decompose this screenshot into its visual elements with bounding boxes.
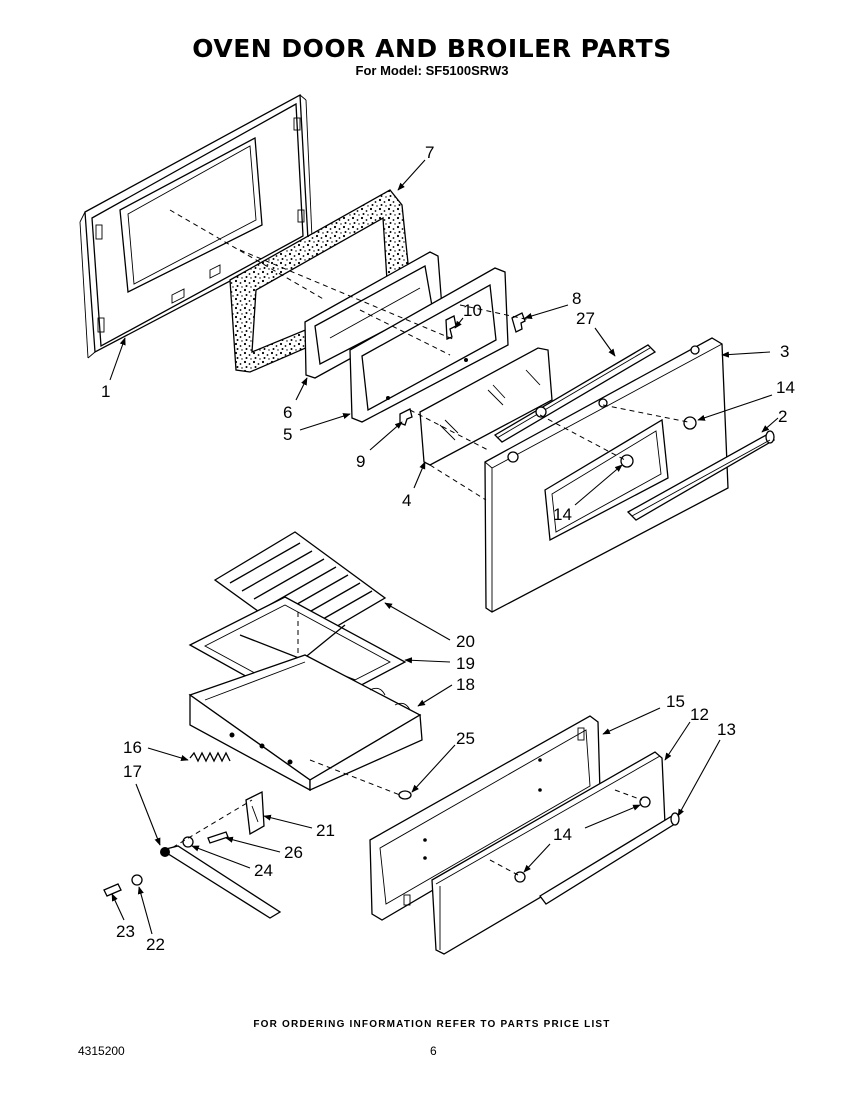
callout-17: 17 — [123, 762, 142, 781]
callout-18: 18 — [456, 675, 475, 694]
callout-20: 20 — [456, 632, 475, 651]
callout-21: 21 — [316, 821, 335, 840]
page-number: 6 — [430, 1044, 437, 1058]
callout-8: 8 — [572, 289, 581, 308]
callout-14-door: 14 — [776, 378, 795, 397]
door-trim-strip — [493, 344, 657, 443]
callout-9: 9 — [356, 452, 365, 471]
model-subtitle: For Model: SF5100SRW3 — [355, 63, 509, 78]
door-handle — [626, 430, 776, 521]
pan-clip — [309, 759, 412, 800]
broiler-latch — [207, 790, 265, 844]
callout-12: 12 — [690, 705, 709, 724]
callout-15: 15 — [666, 692, 685, 711]
callout-22: 22 — [146, 935, 165, 954]
callout-26: 26 — [284, 843, 303, 862]
leader-lines — [109, 159, 779, 935]
callout-24: 24 — [254, 861, 273, 880]
page-title: OVEN DOOR AND BROILER PARTS — [192, 34, 672, 63]
callout-19: 19 — [456, 654, 475, 673]
drawer-handle — [539, 812, 680, 905]
door-nuts — [620, 416, 697, 468]
callout-16: 16 — [123, 738, 142, 757]
callout-labels: 1 7 8 10 27 3 14 2 6 5 9 4 14 20 19 18 2… — [101, 143, 795, 954]
broiler-rail — [103, 799, 282, 919]
callout-3: 3 — [780, 342, 789, 361]
glass-retainer-frame — [349, 267, 509, 423]
callout-25: 25 — [456, 729, 475, 748]
callout-10: 10 — [463, 301, 482, 320]
document-code: 4315200 — [78, 1044, 125, 1058]
ordering-note: FOR ORDERING INFORMATION REFER TO PARTS … — [253, 1019, 611, 1030]
inner-door-liner — [79, 93, 313, 359]
callout-7: 7 — [425, 143, 434, 162]
callout-1: 1 — [101, 382, 110, 401]
callout-23: 23 — [116, 922, 135, 941]
callout-14-handle: 14 — [553, 505, 572, 524]
callout-6: 6 — [283, 403, 292, 422]
callout-13: 13 — [717, 720, 736, 739]
callout-4: 4 — [402, 491, 411, 510]
broiler-spring — [189, 751, 231, 763]
callout-5: 5 — [283, 425, 292, 444]
callout-27: 27 — [576, 309, 595, 328]
inner-glass-frame — [304, 251, 443, 379]
callout-2: 2 — [778, 407, 787, 426]
door-alignment-lines — [169, 209, 689, 501]
broiler-pan — [188, 654, 423, 792]
callout-14-drawer: 14 — [553, 825, 572, 844]
